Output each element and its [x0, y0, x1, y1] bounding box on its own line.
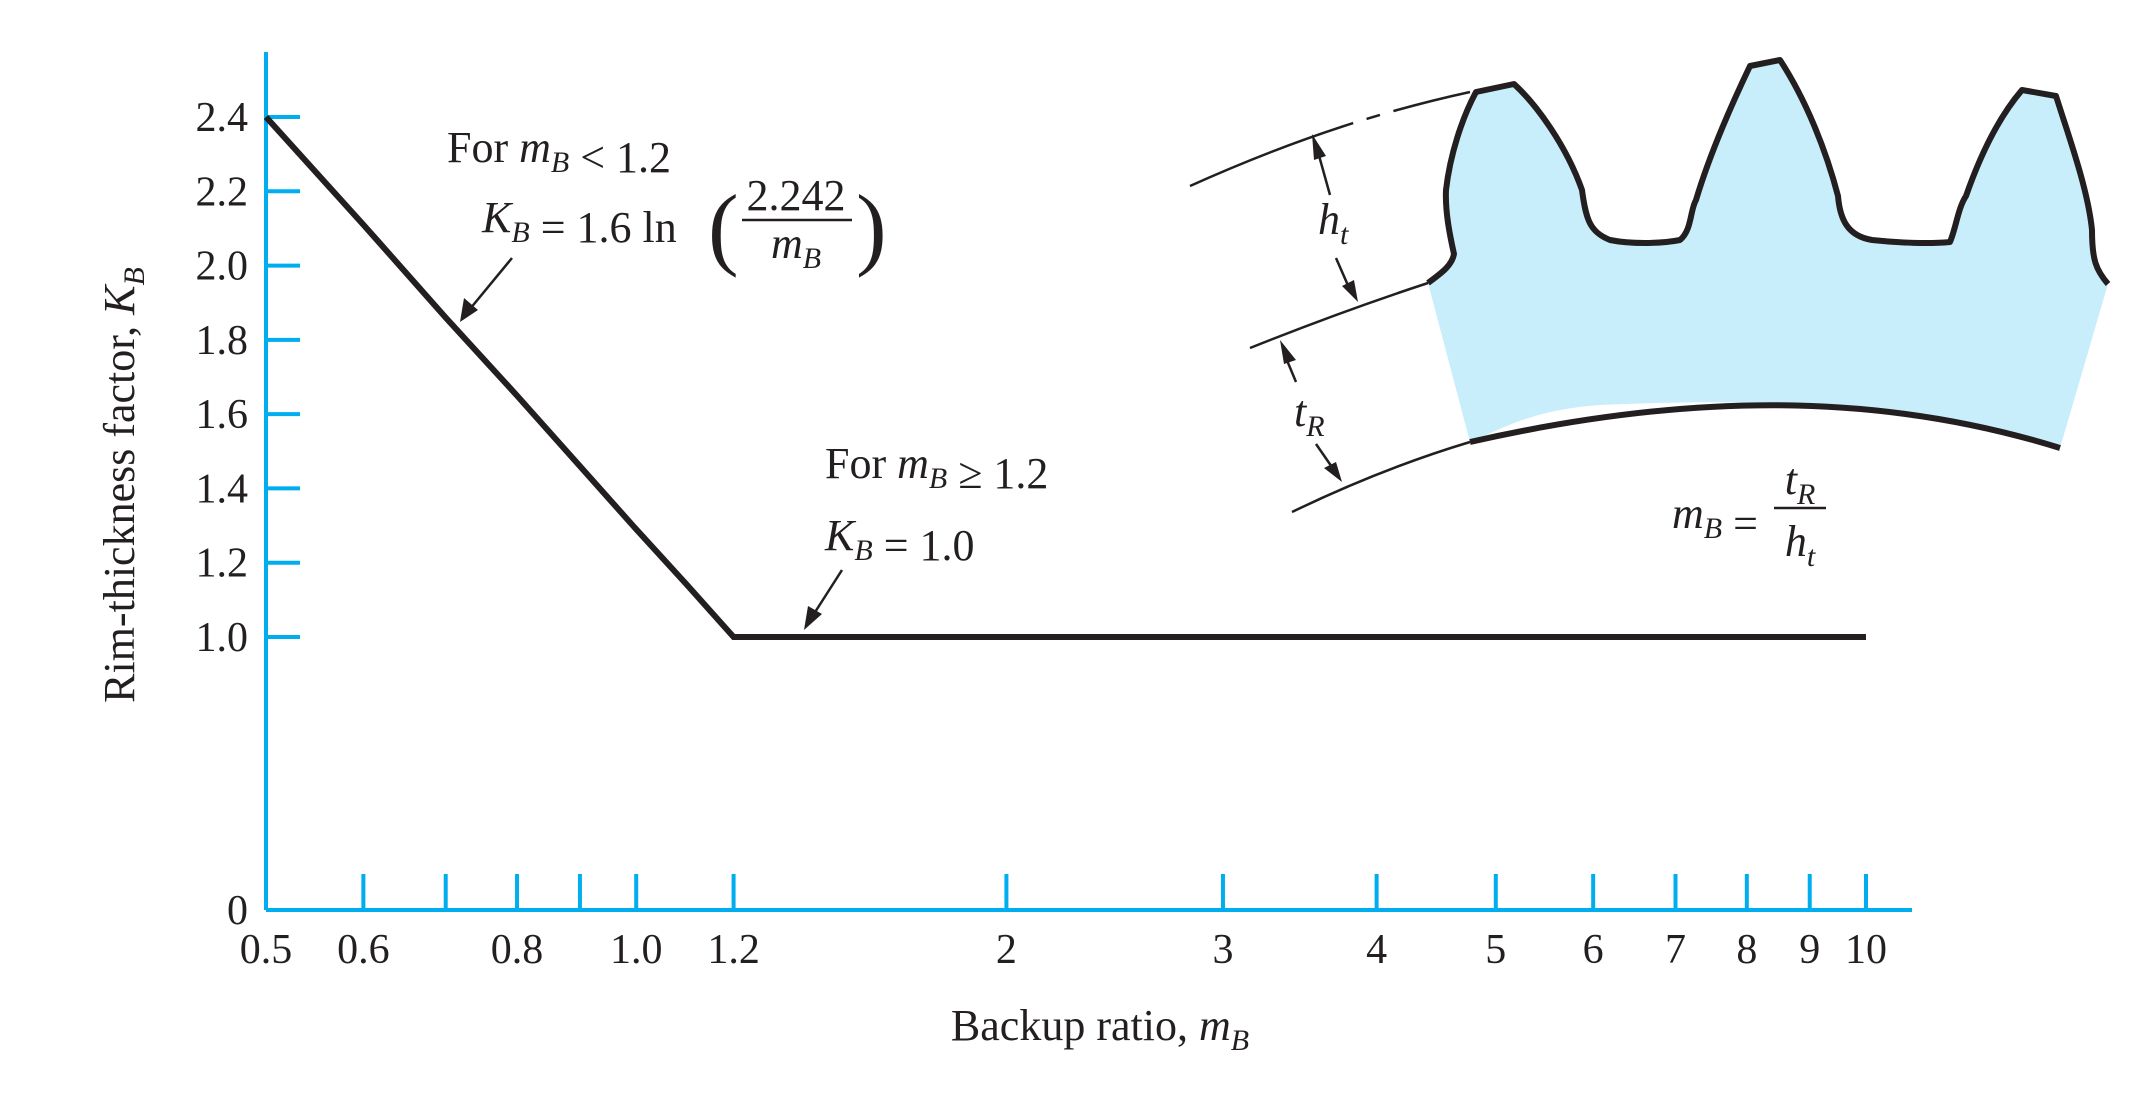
x-tick-label: 0.8 [491, 927, 544, 973]
tR-label: tR [1294, 387, 1325, 443]
ht-dimension-upper [1316, 151, 1332, 196]
x-tick-label: 1.0 [610, 927, 663, 973]
x-axis-title: Backup ratio, mB [951, 1001, 1249, 1057]
ratio-formula-numerator: tR [1785, 455, 1816, 511]
x-tick-label: 8 [1736, 927, 1757, 973]
ht-arrowhead-up [1312, 134, 1326, 160]
y-tick-label: 2.2 [196, 169, 249, 215]
x-tick-label: 4 [1366, 927, 1387, 973]
gear-bore-outline [1469, 402, 2061, 451]
gear-rim-inset: ht tR mB = tR ht [1189, 57, 2111, 573]
ht-arrowhead-down [1342, 280, 1358, 302]
annotation-lower-condition: For mB ≥ 1.2 [825, 439, 1048, 498]
bore-arc [1291, 440, 1471, 514]
ht-label: ht [1318, 195, 1349, 251]
x-tick-label: 3 [1212, 927, 1233, 973]
annotation-lower: For mB ≥ 1.2 KB = 1.0 [804, 439, 1048, 630]
annotation-left-paren: ( [708, 176, 739, 278]
x-tick-label: 5 [1485, 927, 1506, 973]
gear-tooth-outline [1426, 57, 2111, 286]
x-tick-label: 1.2 [707, 927, 760, 973]
y-tick-label: 1.4 [196, 466, 249, 512]
gear-rim-shape [1428, 60, 2108, 448]
x-tick-label: 6 [1583, 927, 1604, 973]
ratio-formula-lhs: mB = [1672, 489, 1758, 548]
x-tick-label: 9 [1799, 927, 1820, 973]
addendum-arc [1189, 90, 1471, 188]
x-tick-label: 0.5 [240, 927, 293, 973]
x-tick-label: 2 [996, 927, 1017, 973]
annotation-lower-arrowhead [804, 606, 822, 630]
tR-arrowhead-down [1324, 462, 1342, 482]
annotation-upper-condition: For mB < 1.2 [447, 123, 671, 182]
y-tick-label: 2.4 [196, 95, 249, 141]
y-tick-label: 1.2 [196, 541, 249, 587]
y-ticks: 0 1.0 1.2 1.4 1.6 1.8 2.0 2.2 2.4 [196, 95, 300, 934]
ratio-formula-denominator: ht [1785, 517, 1816, 573]
y-tick-label: 1.8 [196, 318, 249, 364]
x-tick-label: 7 [1665, 927, 1686, 973]
axes [264, 52, 1912, 912]
annotation-lower-equation: KB = 1.0 [824, 511, 975, 570]
series-line-kb [263, 114, 1866, 640]
annotation-upper: For mB < 1.2 KB = 1.6 ln ( 2.242 mB ) [447, 123, 887, 322]
annotation-fraction-denominator: mB [771, 219, 821, 275]
y-tick-label: 0 [227, 888, 248, 934]
x-tick-label: 10 [1845, 927, 1887, 973]
annotation-upper-arrowhead [460, 298, 478, 322]
annotation-right-paren: ) [856, 176, 887, 278]
x-tick-label: 0.6 [337, 927, 390, 973]
y-tick-label: 1.0 [196, 615, 249, 661]
root-arc [1249, 281, 1429, 350]
y-tick-label: 1.6 [196, 392, 249, 438]
annotation-upper-equation: KB = 1.6 ln [481, 193, 677, 252]
annotation-upper-arrow [464, 257, 513, 316]
tR-arrowhead-up [1280, 340, 1296, 364]
annotation-fraction-numerator: 2.242 [747, 171, 846, 220]
y-axis-title: Rim-thickness factor, KB [95, 267, 151, 703]
y-tick-label: 2.0 [196, 244, 249, 290]
